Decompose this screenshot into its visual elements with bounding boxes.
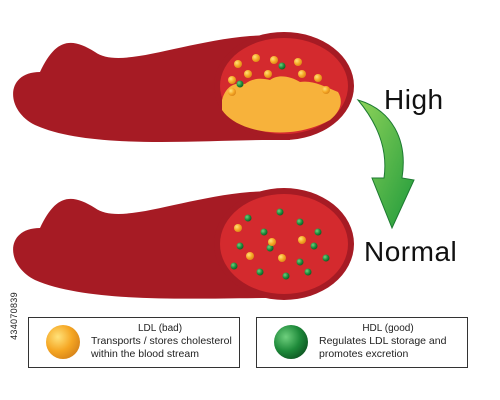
label-normal: Normal	[364, 236, 458, 267]
ldl-particle	[234, 224, 242, 232]
vessel-normal-body	[13, 190, 291, 299]
hdl-particle	[282, 272, 290, 280]
ldl-particle	[322, 86, 330, 94]
ldl-particle	[270, 56, 278, 64]
legend-ldl-title: LDL (bad)	[137, 323, 183, 334]
hdl-particle	[276, 208, 284, 216]
ldl-particle	[244, 70, 252, 78]
hdl-particle	[278, 62, 286, 70]
high-particles	[228, 54, 330, 96]
hdl-particle	[256, 268, 264, 276]
label-high: High	[384, 84, 444, 115]
ldl-particle	[234, 60, 242, 68]
hdl-particle	[236, 242, 244, 250]
hdl-particle	[230, 262, 238, 270]
decrease-arrow	[356, 99, 415, 230]
vessel-normal	[13, 188, 354, 300]
vessel-high-body	[13, 34, 291, 142]
ldl-particle	[294, 58, 302, 66]
hdl-particle	[296, 218, 304, 226]
legend-ldl-line2: within the blood stream	[91, 348, 199, 360]
normal-particles	[230, 208, 330, 280]
ldl-particle	[246, 252, 254, 260]
ldl-particle	[264, 70, 272, 78]
hdl-particle	[314, 228, 322, 236]
hdl-ball-icon	[274, 325, 308, 359]
plaque-deposit	[222, 76, 341, 133]
side-id-text: 434070839	[9, 292, 19, 340]
legend-hdl-line2: promotes excretion	[319, 348, 409, 360]
ldl-particle	[268, 238, 276, 246]
ldl-ball-icon	[46, 325, 80, 359]
hdl-particle	[236, 80, 244, 88]
hdl-particle	[310, 242, 318, 250]
vessel-high	[13, 32, 354, 142]
hdl-particle	[244, 214, 252, 222]
legend-hdl-line1: Regulates LDL storage and	[319, 335, 447, 347]
legend-hdl-title: HDL (good)	[362, 323, 414, 334]
legend-hdl: HDL (good) Regulates LDL storage and pro…	[256, 317, 468, 368]
legend-hdl-description: Regulates LDL storage and promotes excre…	[319, 335, 469, 361]
legend-ldl-description: Transports / stores cholesterol within t…	[91, 335, 241, 361]
hdl-particle	[322, 254, 330, 262]
hdl-particle	[260, 228, 268, 236]
ldl-particle	[228, 76, 236, 84]
legend-ldl: LDL (bad) Transports / stores cholestero…	[28, 317, 240, 368]
ldl-particle	[278, 254, 286, 262]
ldl-particle	[314, 74, 322, 82]
legend-ldl-line1: Transports / stores cholesterol	[91, 335, 232, 347]
hdl-particle	[266, 244, 274, 252]
vessel-normal-lumen	[220, 194, 348, 294]
ldl-particle	[298, 70, 306, 78]
hdl-particle	[296, 258, 304, 266]
ldl-particle	[228, 88, 236, 96]
hdl-particle	[304, 268, 312, 276]
ldl-particle	[298, 236, 306, 244]
ldl-particle	[252, 54, 260, 62]
